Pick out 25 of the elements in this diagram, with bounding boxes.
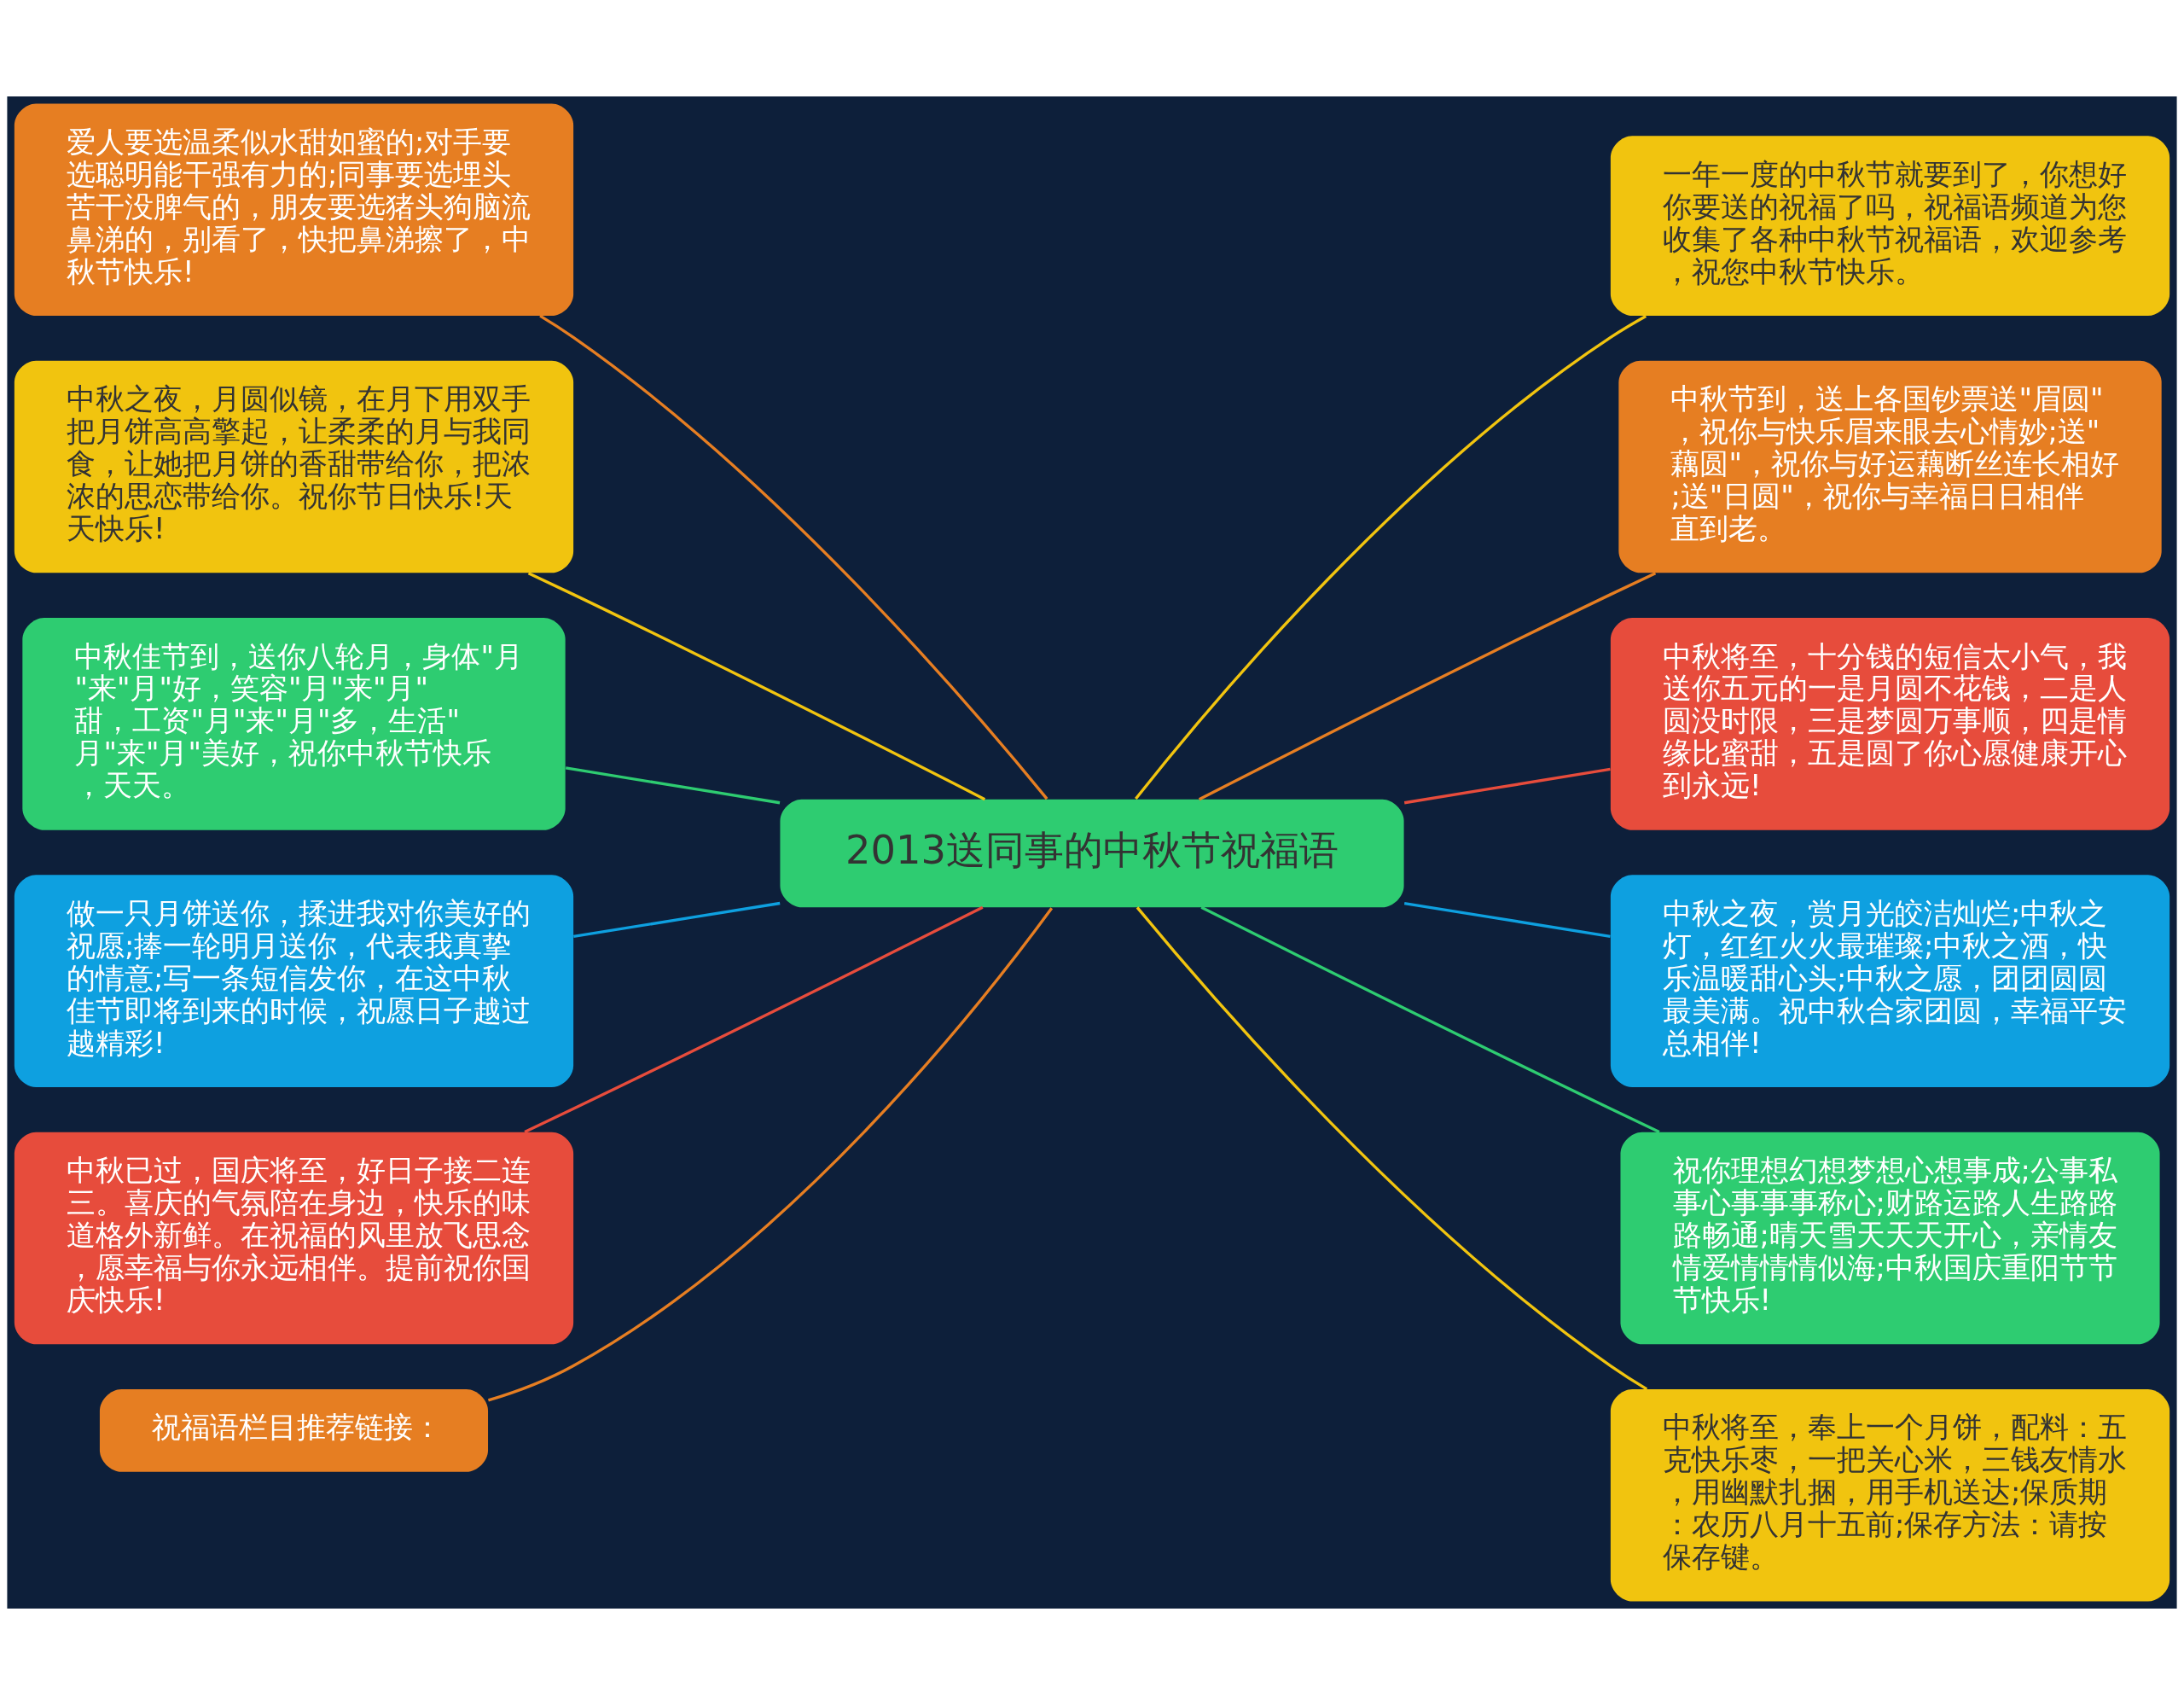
connector xyxy=(524,905,984,1133)
node-box: 中秋之夜，月圆似镜，在月下用双手把月饼高高擎起，让柔柔的月与我同食，让她把月饼的香甜带给你，把浓浓的思恋带给你。祝你节日快乐!天天快乐! xyxy=(14,360,574,573)
node-box: 祝你理想幻想梦想心想事成;公事私事心事事事称心;财路运路人生路路路畅通;晴天雪天天天开心，亲情友情爱情情情似海;中秋国庆重阳节节节快乐! xyxy=(1620,1132,2160,1345)
node-box: 做一只月饼送你，揉进我对你美好的祝愿;捧一轮明月送你，代表我真挚的情意;写一条短信发你，在这中秋佳节即将到来的时候，祝愿日子越过越精彩! xyxy=(14,875,574,1087)
node-box: 中秋节到，送上各国钞票送"眉圆"，祝你与快乐眉来眼去心情妙;送"藕圆"，祝你与好运藕断丝连长相好;送"日圆"，祝你与幸福日日相伴直到老。 xyxy=(1618,360,2162,573)
connector xyxy=(1403,767,1611,805)
connector xyxy=(1403,901,1611,938)
node-box: 2013送同事的中秋节祝福语 xyxy=(780,799,1404,908)
connector xyxy=(527,572,986,801)
connector xyxy=(1200,905,1660,1133)
connector xyxy=(573,901,781,938)
node-box: 祝福语栏目推荐链接： xyxy=(99,1388,489,1472)
node-box: 爱人要选温柔似水甜如蜜的;对手要选聪明能干强有力的;同事要选埋头苦干没脾气的，朋友要选猪头狗脑流鼻涕的，别看了，快把鼻涕擦了，中秋节快乐! xyxy=(14,103,574,317)
connector xyxy=(1198,572,1657,801)
node-box: 一年一度的中秋节就要到了，你想好你要送的祝福了吗，祝福语频道为您收集了各种中秋节祝福语，欢迎参考，祝您中秋节快乐。 xyxy=(1610,136,2170,317)
node-box: 中秋将至，十分钱的短信太小气，我送你五元的一是月圆不花钱，二是人圆没时限，三是梦圆万事顺，四是情缘比蜜甜，五是圆了你心愿健康开心到永远! xyxy=(1610,618,2170,830)
connector xyxy=(487,907,1054,1402)
node-box: 中秋佳节到，送你八轮月，身体"月"来"月"好，笑容"月"来"月"甜，工资"月"来"月"多，生活"月"来"月"美好，祝你中秋节快乐，天天。 xyxy=(22,618,566,830)
connector xyxy=(565,766,781,805)
connector xyxy=(1136,906,1648,1391)
node-box: 中秋将至，奉上一个月饼，配料：五克快乐枣，一把关心米，三钱友情水，用幽默扎捆，用手机送达;保质期：农历八月十五前;保存方法：请按保存键。 xyxy=(1610,1388,2170,1602)
node-box: 中秋已过，国庆将至，好日子接二连三。喜庆的气氛陪在身边，快乐的味道格外新鲜。在祝福的风里放飞思念，愿幸福与你永远相伴。提前祝你国庆快乐! xyxy=(14,1132,574,1345)
connector xyxy=(539,314,1048,800)
connector xyxy=(1135,315,1647,800)
node-box: 中秋之夜，赏月光皎洁灿烂;中秋之灯，红红火火最璀璨;中秋之酒，快乐温暖甜心头;中秋之愿，团团圆圆最美满。祝中秋合家团圆，幸福平安总相伴! xyxy=(1610,875,2170,1087)
